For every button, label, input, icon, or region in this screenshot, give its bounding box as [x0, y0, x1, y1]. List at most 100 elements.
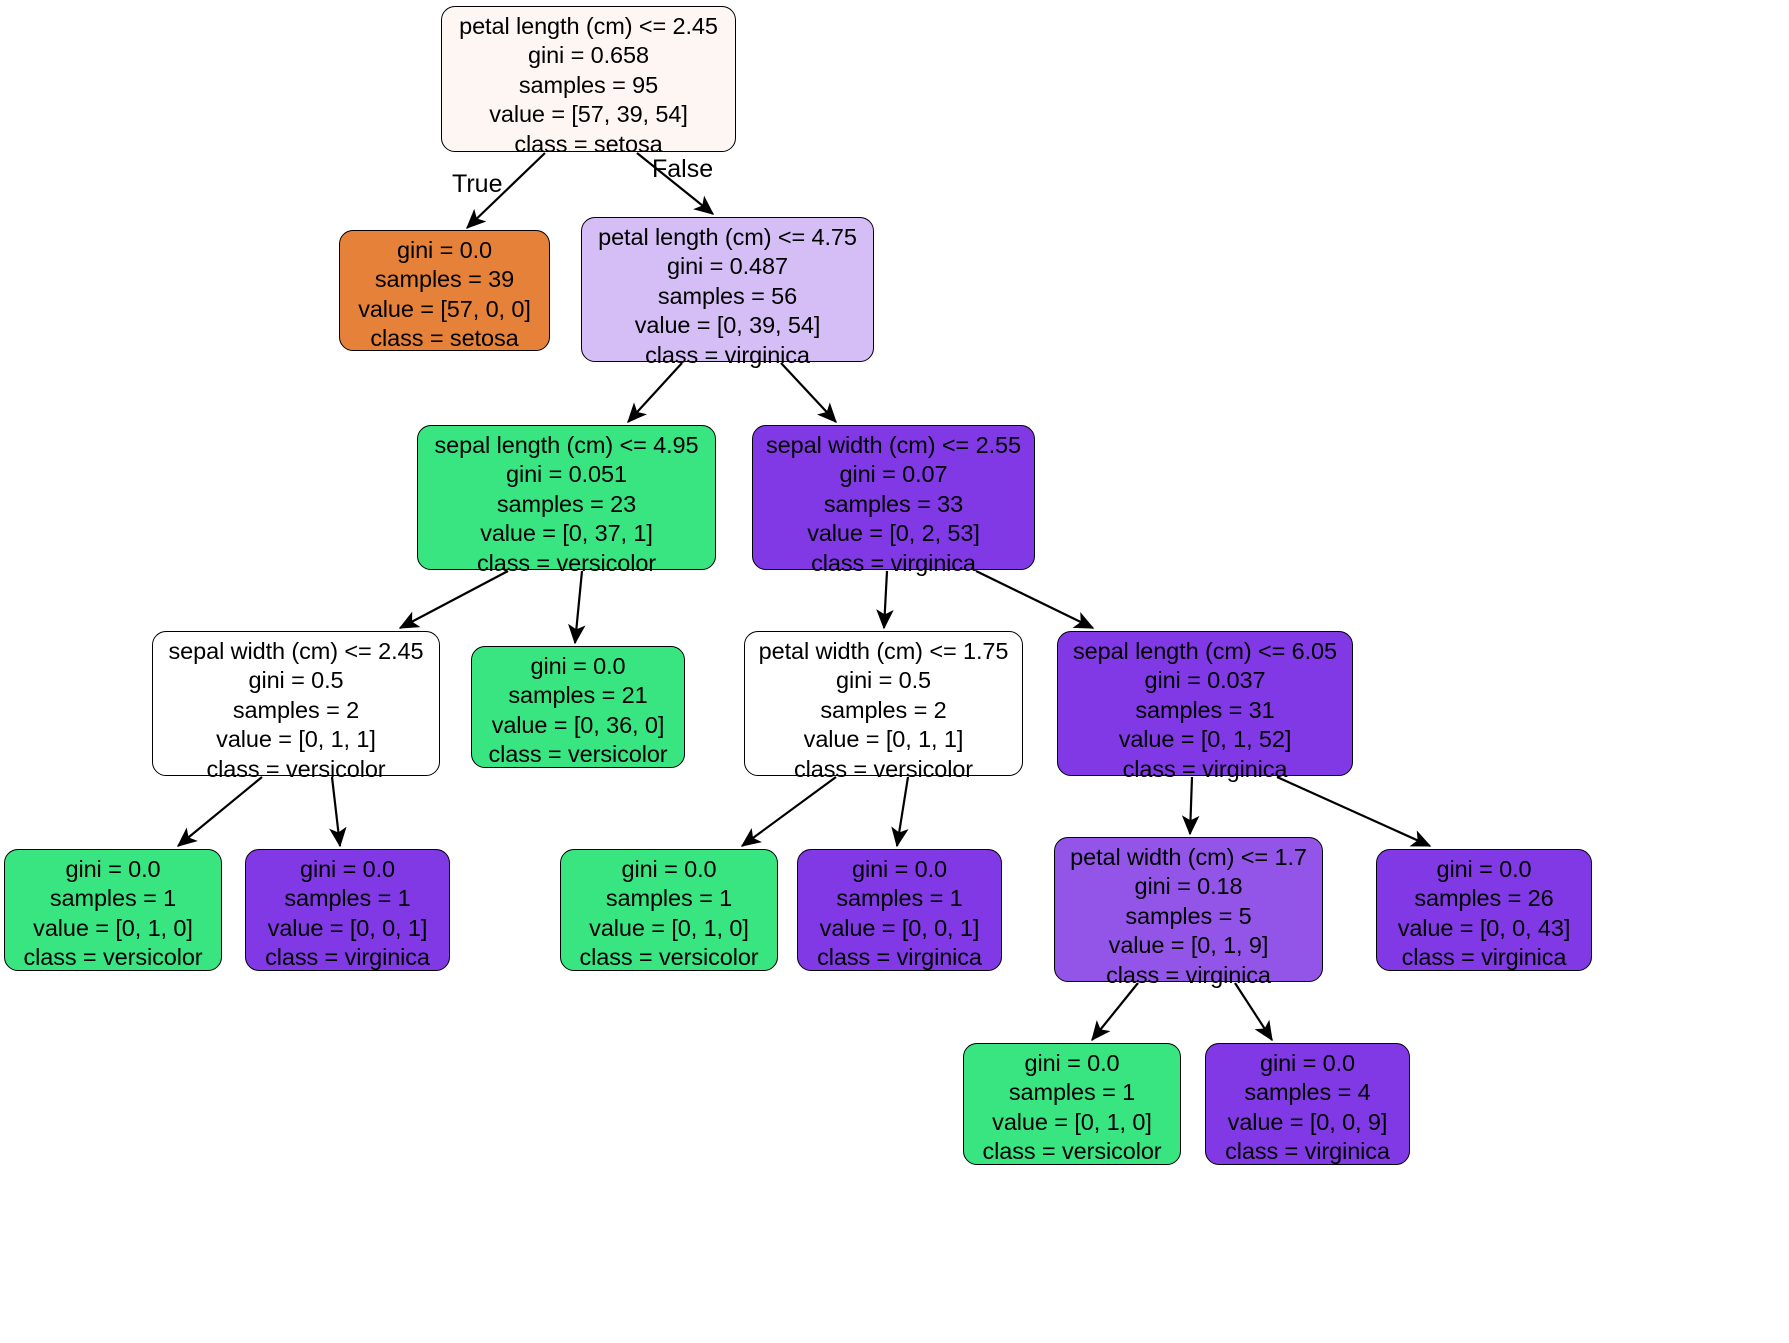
node-value: value = [0, 2, 53]	[807, 520, 980, 547]
node-condition: sepal length (cm) <= 4.95	[434, 432, 699, 458]
tree-edge	[1276, 775, 1432, 848]
tree-edge	[176, 776, 263, 847]
node-class: class = virginica	[645, 341, 810, 368]
node-samples: samples = 4	[1244, 1079, 1371, 1106]
tree-edge	[1091, 982, 1139, 1042]
node-samples: samples = 1	[49, 885, 177, 912]
node-condition: petal width (cm) <= 1.75	[758, 638, 1009, 664]
tree-edge	[891, 776, 910, 848]
tree-edge	[627, 362, 683, 423]
node-value: value = [57, 39, 54]	[489, 101, 688, 128]
tree-edge	[740, 776, 837, 847]
edge-label-false: False	[652, 155, 714, 183]
node-class: class = virginica	[817, 944, 982, 971]
node-class: class = versicolor	[23, 944, 203, 971]
node-gini: gini = 0.0	[1259, 1050, 1356, 1076]
tree-edge	[329, 776, 347, 848]
node-samples: samples = 1	[1008, 1079, 1136, 1106]
node-samples: samples = 31	[1135, 696, 1275, 723]
node-samples: samples = 5	[1125, 902, 1252, 929]
node-value: value = [0, 1, 1]	[216, 726, 376, 753]
node-condition: petal length (cm) <= 2.45	[459, 13, 718, 39]
node-gini: gini = 0.0	[530, 653, 626, 679]
node-value: value = [0, 1, 0]	[33, 914, 193, 941]
node-gini: gini = 0.658	[528, 42, 649, 69]
node-value: value = [0, 0, 9]	[1227, 1108, 1388, 1135]
node-value: value = [0, 36, 0]	[491, 711, 665, 738]
node-samples: samples = 23	[496, 490, 637, 517]
node-value: value = [0, 39, 54]	[634, 312, 821, 339]
node-samples: samples = 56	[657, 282, 798, 309]
node-class: class = versicolor	[206, 755, 386, 782]
node-value: value = [57, 0, 0]	[358, 295, 531, 322]
node-gini: gini = 0.0	[1024, 1050, 1120, 1076]
node-samples: samples = 26	[1414, 885, 1554, 912]
node-class: class = versicolor	[488, 741, 668, 768]
node-samples: samples = 21	[508, 682, 648, 709]
node-value: value = [0, 1, 9]	[1108, 932, 1269, 959]
edge-label-true: True	[452, 170, 503, 198]
node-value: value = [0, 1, 52]	[1118, 726, 1292, 753]
node-gini: gini = 0.18	[1134, 873, 1243, 900]
tree-edge	[1181, 776, 1200, 836]
node-gini: gini = 0.5	[248, 667, 344, 694]
node-class: class = virginica	[1106, 961, 1271, 988]
node-gini: gini = 0.487	[667, 253, 788, 280]
node-class: class = virginica	[265, 944, 430, 971]
node-class: class = versicolor	[982, 1138, 1162, 1165]
node-value: value = [0, 0, 43]	[1397, 914, 1571, 941]
node-value: value = [0, 37, 1]	[480, 520, 653, 547]
node-value: value = [0, 1, 0]	[992, 1108, 1152, 1135]
node-value: value = [0, 0, 1]	[267, 914, 428, 941]
node-condition: sepal width (cm) <= 2.45	[168, 638, 424, 664]
node-gini: gini = 0.0	[621, 856, 717, 882]
node-gini: gini = 0.5	[835, 667, 932, 694]
node-value: value = [0, 0, 1]	[819, 914, 980, 941]
node-gini: gini = 0.0	[851, 856, 948, 882]
node-class: class = setosa	[514, 130, 663, 157]
node-class: class = versicolor	[476, 549, 657, 576]
node-gini: gini = 0.0	[65, 856, 161, 882]
node-value: value = [0, 1, 1]	[803, 726, 964, 753]
node-condition: sepal width (cm) <= 2.55	[766, 432, 1021, 458]
node-gini: gini = 0.051	[506, 461, 627, 488]
node-samples: samples = 2	[820, 696, 947, 723]
node-class: class = virginica	[811, 549, 976, 576]
node-gini: gini = 0.037	[1144, 667, 1266, 694]
node-samples: samples = 33	[823, 490, 964, 517]
node-samples: samples = 1	[284, 885, 411, 912]
node-class: class = versicolor	[579, 944, 759, 971]
tree-edge	[780, 362, 837, 423]
tree-edge	[975, 570, 1095, 629]
tree-edge	[876, 570, 894, 630]
node-samples: samples = 1	[605, 885, 733, 912]
tree-edge	[568, 570, 586, 645]
node-condition: petal length (cm) <= 4.75	[598, 224, 857, 250]
node-class: class = setosa	[370, 325, 519, 352]
node-class: class = versicolor	[793, 755, 974, 782]
node-samples: samples = 95	[518, 71, 659, 98]
node-class: class = virginica	[1122, 755, 1288, 782]
node-condition: sepal length (cm) <= 6.05	[1073, 638, 1337, 664]
node-samples: samples = 2	[232, 696, 360, 723]
node-gini: gini = 0.07	[839, 461, 948, 488]
node-samples: samples = 39	[374, 266, 515, 293]
node-samples: samples = 1	[836, 885, 963, 912]
